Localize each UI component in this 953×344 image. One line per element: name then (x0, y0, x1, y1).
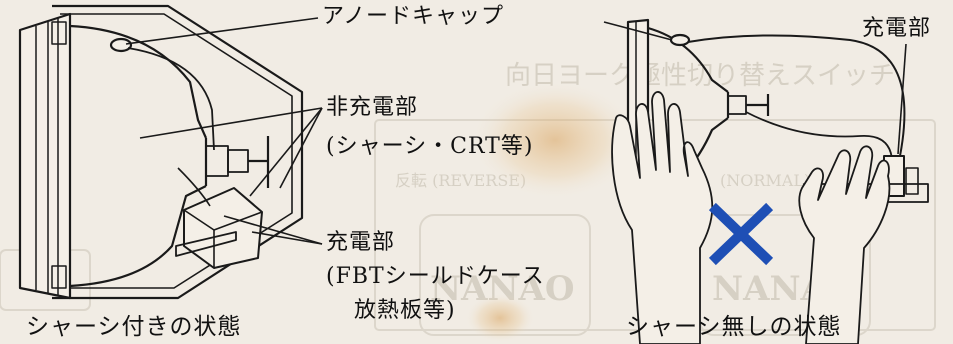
non-charged-detail-label: (シャーシ・CRT等) (326, 134, 534, 159)
anode-cap-label: アノードキャップ (322, 4, 505, 29)
caption-with-chassis: シャーシ付きの状態 (26, 314, 242, 340)
hands (611, 91, 891, 344)
caption-without-chassis: シャーシ無しの状態 (626, 314, 842, 340)
stain (470, 80, 640, 200)
non-charged-label: 非充電部 (326, 95, 419, 120)
crt-with-chassis (18, 4, 304, 300)
charged-label-left: 充電部 (326, 230, 396, 255)
leader-line-right (897, 43, 907, 155)
charged-detail-label-1: (FBTシールドケース (326, 264, 545, 289)
x-mark-icon (708, 202, 774, 266)
stain-small (465, 293, 535, 343)
leader-lines-left (125, 17, 323, 245)
charged-detail-label-2: 放熱板等) (354, 298, 456, 323)
bg-normal-text: (NORMAL) (720, 171, 810, 190)
leader-line-anode-right (603, 21, 673, 41)
charged-label-right: 充電部 (862, 16, 932, 41)
